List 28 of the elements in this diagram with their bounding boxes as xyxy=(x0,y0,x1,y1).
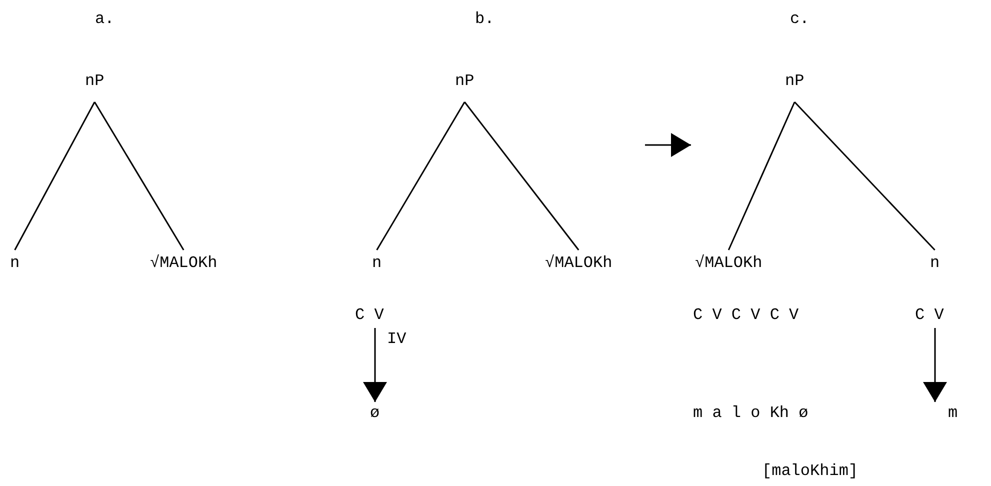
arrow xyxy=(363,328,387,402)
tree-branch-line xyxy=(794,101,936,251)
tree-node-label: nP xyxy=(785,72,804,90)
panel-letter: b. xyxy=(475,10,494,28)
tree-node-label: C V xyxy=(355,306,384,324)
tree-node-label: n xyxy=(10,254,20,272)
tree-node-label: ø xyxy=(370,404,380,422)
edge-label: IV xyxy=(387,330,406,348)
tree-node-label: √MALOKh xyxy=(150,254,218,272)
tree-branch-line xyxy=(94,102,184,250)
tree-node-label: n xyxy=(930,254,940,272)
tree-branch-line xyxy=(728,102,796,250)
tree-node-label: C V xyxy=(915,306,944,324)
segment-row: m a l o Kh ø xyxy=(693,404,808,422)
tree-branch-line xyxy=(376,102,466,250)
tree-node-label: m xyxy=(948,404,958,422)
tree-branch-line xyxy=(14,102,96,250)
tree-node-label: nP xyxy=(455,72,474,90)
phonetic-form: [maloKhim] xyxy=(762,462,858,480)
cv-skeleton: C V C V C V xyxy=(693,306,799,324)
tree-branch-line xyxy=(464,102,580,250)
tree-node-label: n xyxy=(372,254,382,272)
panel-letter: a. xyxy=(95,10,114,28)
arrow xyxy=(923,328,947,402)
tree-node-label: √MALOKh xyxy=(695,254,762,272)
panel-letter: c. xyxy=(790,10,810,28)
tree-node-label: √MALOKh xyxy=(545,254,612,272)
tree-node-label: nP xyxy=(85,72,104,90)
